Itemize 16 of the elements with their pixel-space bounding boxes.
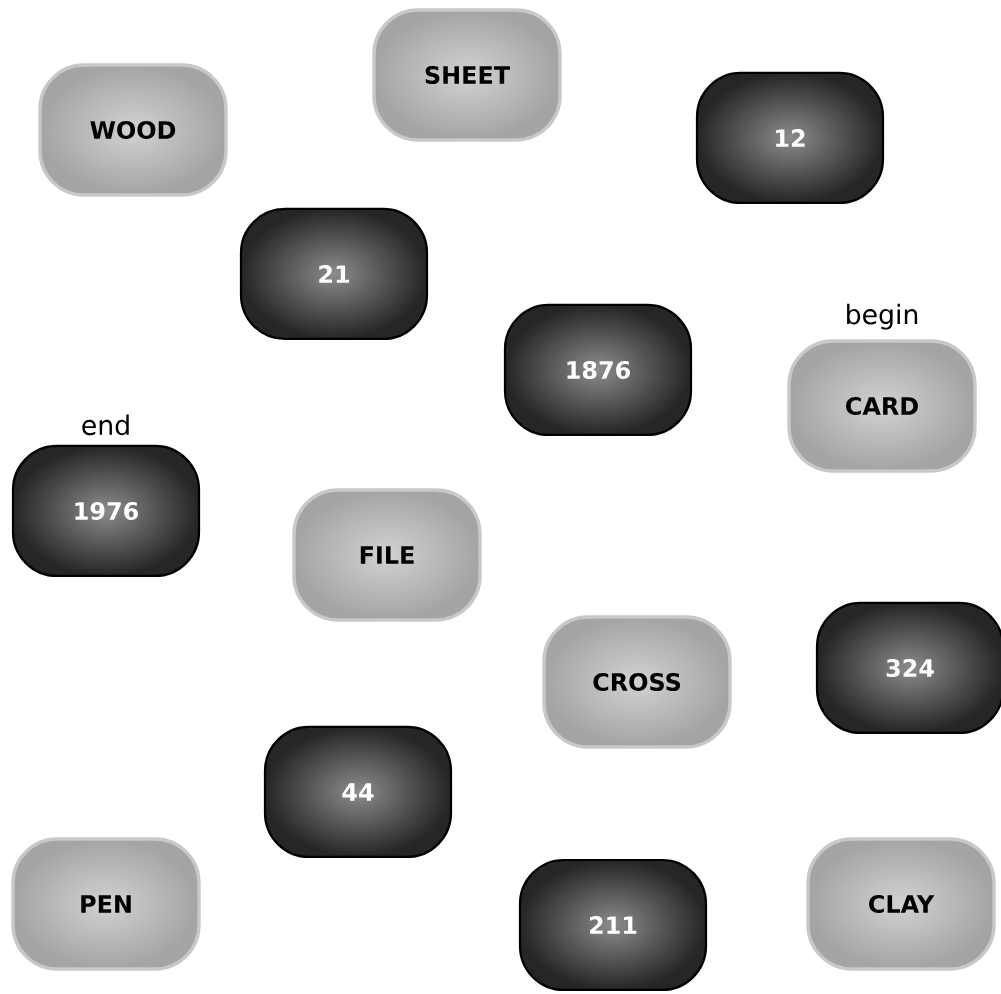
rounded-box: PEN — [11, 837, 201, 971]
rounded-box: 1976 — [11, 444, 201, 578]
node-caption: end — [82, 414, 129, 436]
node-caption: begin — [847, 303, 918, 330]
rounded-box: 324 — [815, 601, 1001, 735]
rounded-box: FILE — [292, 488, 482, 622]
rounded-box: CLAY — [806, 837, 996, 971]
rounded-box: WOOD — [38, 63, 228, 197]
rounded-box: 1876 — [503, 303, 693, 437]
rounded-box: CROSS — [542, 615, 732, 749]
rounded-box: 21 — [239, 207, 429, 341]
rounded-box: 44 — [263, 725, 453, 859]
rounded-box: CARD — [787, 339, 977, 473]
rounded-box: 211 — [518, 858, 708, 992]
rounded-box: SHEET — [372, 8, 562, 142]
rounded-box: 12 — [695, 71, 885, 205]
